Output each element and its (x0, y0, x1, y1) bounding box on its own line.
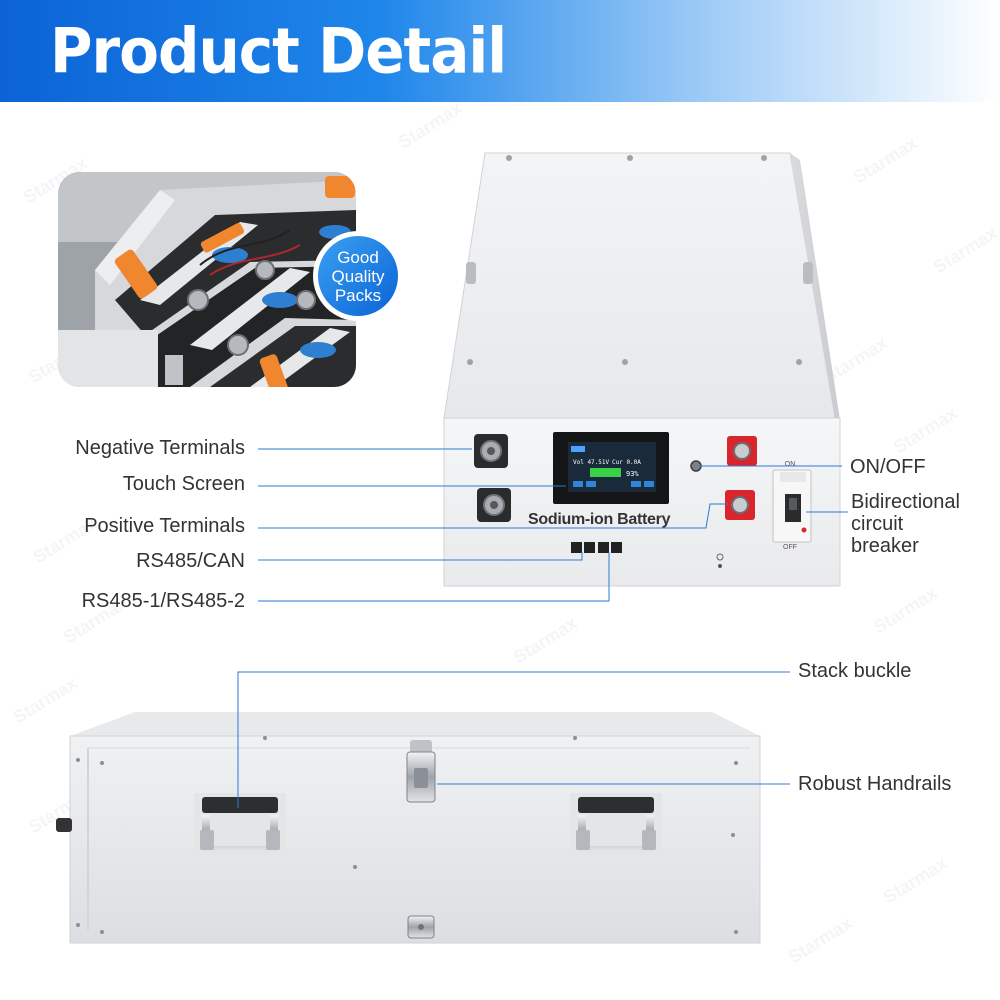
screen-voltage: Vol 47.51V (573, 459, 610, 466)
left-handrail (194, 793, 286, 857)
positive-terminal (725, 490, 755, 520)
callout-rs485-can: RS485/CAN (136, 550, 245, 572)
breaker-line-3: breaker (851, 535, 919, 557)
badge-line-3: Packs (334, 286, 382, 305)
bottom-latch (407, 915, 435, 939)
battery-front-view: Vol 47.51V Cur 0.0A 93% ON (443, 152, 841, 587)
callout-on-off: ON/OFF (850, 456, 926, 478)
circuit-breaker (772, 469, 812, 543)
touch-screen: Vol 47.51V Cur 0.0A 93% (553, 432, 669, 504)
screen-soc: 93% (626, 470, 639, 478)
positive-terminal (727, 436, 757, 466)
power-button (690, 460, 702, 472)
screen-current: Cur 0.0A (612, 459, 641, 466)
callout-circuit-breaker: Bidirectional circuit breaker (851, 491, 991, 557)
callout-robust-handrails: Robust Handrails (798, 773, 952, 795)
callout-stack-buckle: Stack buckle (798, 660, 912, 682)
callout-positive-terminals: Positive Terminals (84, 515, 245, 537)
negative-terminal (474, 434, 508, 468)
callout-touch-screen: Touch Screen (122, 473, 245, 495)
breaker-on-label: ON (785, 461, 796, 468)
communication-ports (571, 542, 622, 553)
inset-pack-photo (58, 172, 356, 387)
quality-badge-text: Good Quality Packs (318, 248, 398, 305)
stack-buckle (406, 740, 436, 803)
callout-negative-terminals: Negative Terminals (75, 437, 245, 459)
quality-badge (313, 231, 403, 321)
breaker-line-1: Bidirectional (851, 491, 960, 513)
header-banner: Product Detail (0, 0, 1000, 102)
badge-line-1: Good (337, 248, 379, 267)
device-label: Sodium-ion Battery (528, 511, 671, 528)
breaker-off-label: OFF (783, 544, 797, 551)
battery-side-view (56, 712, 761, 944)
callout-rs485-1-2: RS485-1/RS485-2 (81, 590, 245, 612)
leader-lines (237, 448, 848, 808)
right-handrail (570, 793, 662, 857)
negative-terminal (477, 488, 511, 522)
badge-line-2: Quality (331, 267, 385, 286)
page-title: Product Detail (50, 14, 507, 88)
breaker-line-2: circuit (851, 513, 904, 535)
